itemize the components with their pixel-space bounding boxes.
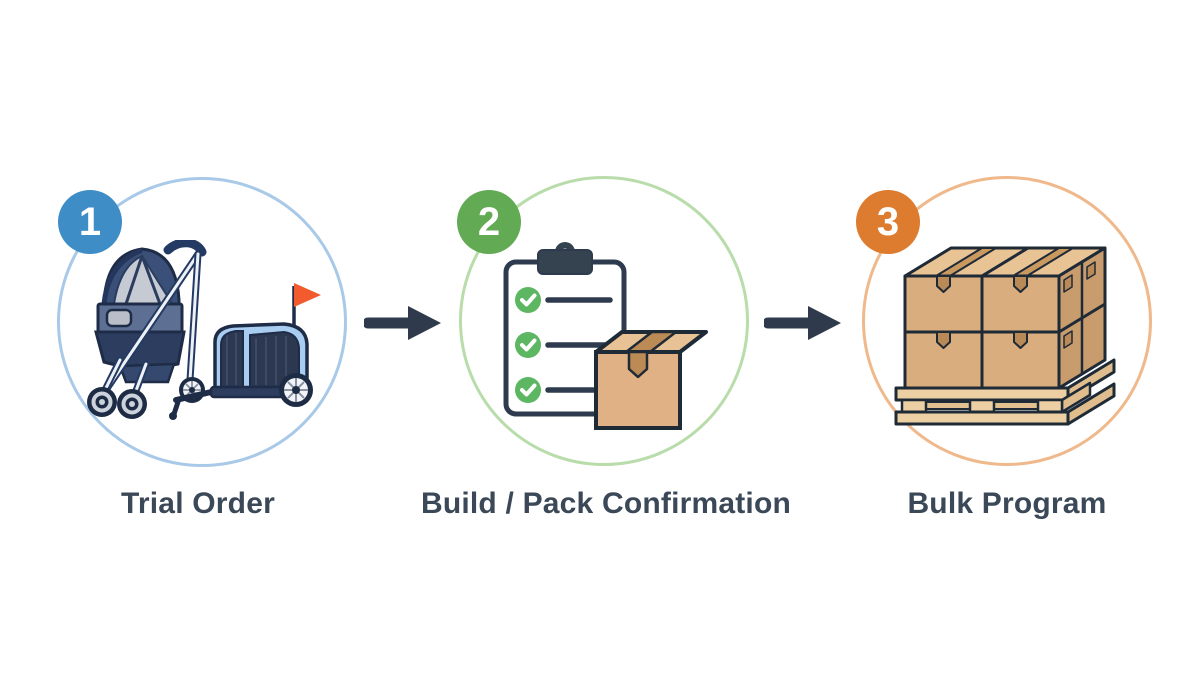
step-2-circle-outline [459, 176, 749, 466]
wooden-pallet [894, 358, 1116, 426]
step-2-label: Build / Pack Confirmation [420, 487, 792, 520]
pet-stroller-and-bike-trailer-icon [87, 240, 321, 420]
checklist-rows [515, 287, 613, 403]
step-3-circle-outline [862, 176, 1152, 466]
step-3-number-badge: 3 [856, 190, 920, 254]
step-1-label: Trial Order [121, 487, 275, 520]
step-3-label: Bulk Program [907, 487, 1107, 520]
step-1-number-badge: 1 [58, 190, 122, 254]
orange-flag [294, 283, 321, 307]
box-stack [903, 246, 1107, 390]
step-1-number: 1 [78, 200, 102, 244]
cardboard-box [594, 330, 708, 430]
step-1-circle-outline [57, 177, 347, 467]
step-2-number-badge: 2 [457, 190, 521, 254]
step-2-number: 2 [477, 200, 501, 244]
right-arrow-icon [364, 306, 441, 340]
bike-trailer [169, 283, 321, 420]
pet-stroller [87, 240, 207, 419]
checklist-clipboard-and-box-icon [503, 242, 708, 430]
right-arrow-icon [764, 306, 841, 340]
pallet-of-boxes-icon [894, 246, 1116, 426]
step-3-number: 3 [876, 200, 900, 244]
